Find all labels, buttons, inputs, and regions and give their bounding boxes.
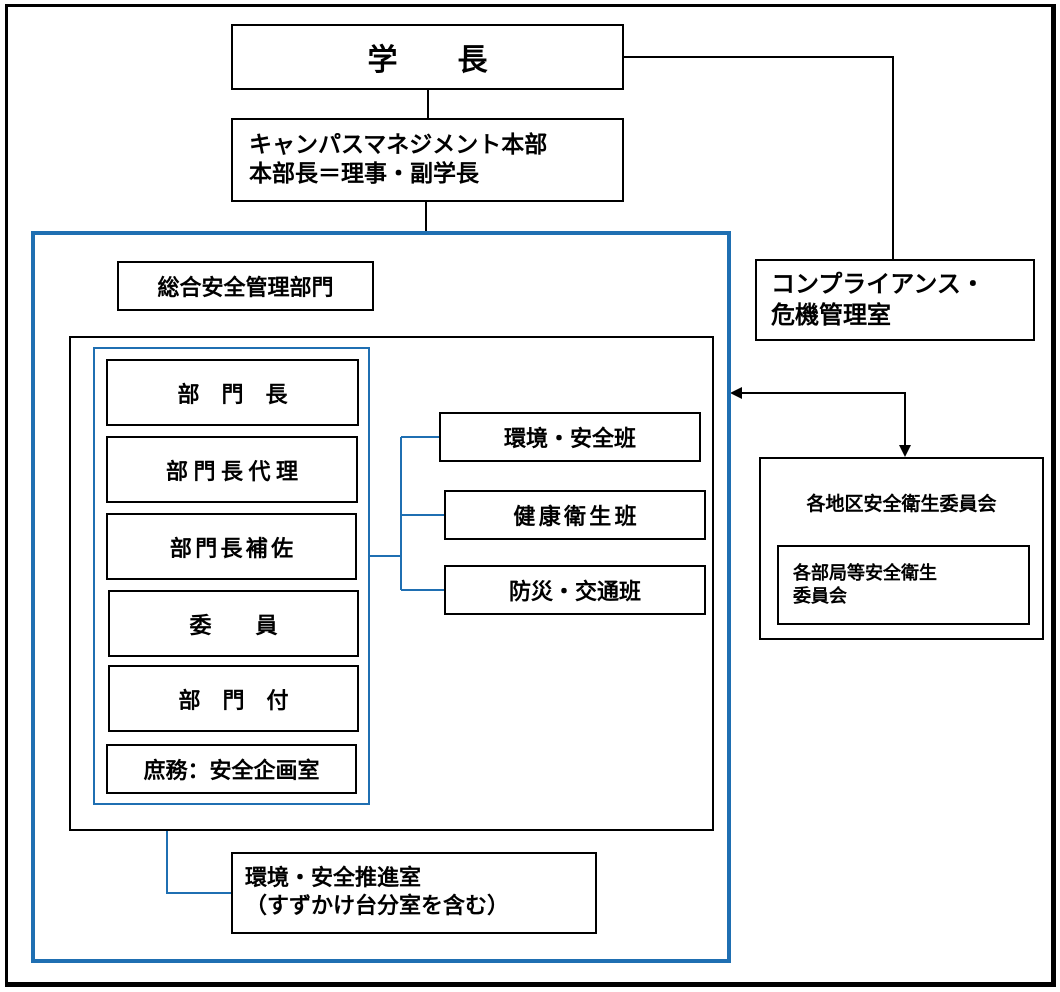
safety-division-area	[31, 231, 731, 963]
member-head-box: 部 門 長	[106, 359, 359, 426]
member-deputy-box: 部門長代理	[106, 436, 358, 503]
line-president-to-compliance	[623, 56, 894, 259]
team-health-box: 健康衛生班	[444, 490, 706, 540]
division-title-box: 総合安全管理部門	[117, 261, 374, 311]
sub-committee-line1: 各部局等安全衛生	[793, 562, 937, 584]
member-attached-label: 部 門 付	[178, 688, 289, 714]
division-inner-area	[69, 336, 714, 831]
member-committee-box: 委 員	[108, 590, 359, 657]
secretariat-box: 庶務：安全企画室	[106, 744, 357, 794]
line-to-promotion-office	[166, 829, 231, 894]
team-disaster-box: 防災・交通班	[444, 565, 706, 615]
campus-hq-head: 本部長＝理事・副学長	[249, 161, 479, 187]
member-group	[93, 347, 370, 805]
team-env-safety-label: 環境・安全班	[503, 427, 636, 452]
secretariat-label: 庶務：安全企画室	[143, 759, 320, 784]
arrow-division-district	[730, 387, 911, 457]
district-committee-title: 各地区安全衛生委員会	[806, 493, 997, 515]
promotion-office-line1: 環境・安全推進室	[245, 865, 422, 891]
compliance-office-line1: コンプライアンス・	[771, 270, 985, 299]
team-env-safety-box: 環境・安全班	[439, 412, 701, 462]
compliance-office-box: コンプライアンス・ 危機管理室	[755, 259, 1035, 341]
district-committee-box: 各地区安全衛生委員会 各部局等安全衛生 委員会	[759, 457, 1044, 640]
division-title: 総合安全管理部門	[157, 276, 334, 301]
member-deputy-label: 部門長代理	[165, 459, 304, 485]
team-disaster-label: 防災・交通班	[508, 580, 641, 605]
outer-frame	[5, 4, 1056, 987]
compliance-office-line2: 危機管理室	[771, 301, 891, 329]
sub-committee-box: 各部局等安全衛生 委員会	[777, 545, 1030, 625]
member-head-label: 部 門 長	[177, 382, 288, 408]
member-attached-box: 部 門 付	[108, 665, 359, 732]
sub-committee-line2: 委員会	[793, 586, 847, 607]
campus-hq-box: キャンパスマネジメント本部 本部長＝理事・副学長	[231, 118, 624, 202]
promotion-office-box: 環境・安全推進室 （すずかけ台分室を含む）	[231, 852, 597, 934]
president-box: 学 長	[231, 24, 624, 90]
promotion-office-line2: （すずかけ台分室を含む）	[245, 894, 510, 919]
member-assistant-box: 部門長補佐	[106, 513, 357, 580]
member-committee-label: 委 員	[189, 613, 278, 639]
member-assistant-label: 部門長補佐	[169, 536, 297, 562]
team-health-label: 健康衛生班	[513, 505, 640, 530]
campus-hq-name: キャンパスマネジメント本部	[249, 131, 548, 158]
president-label: 学 長	[367, 43, 488, 78]
